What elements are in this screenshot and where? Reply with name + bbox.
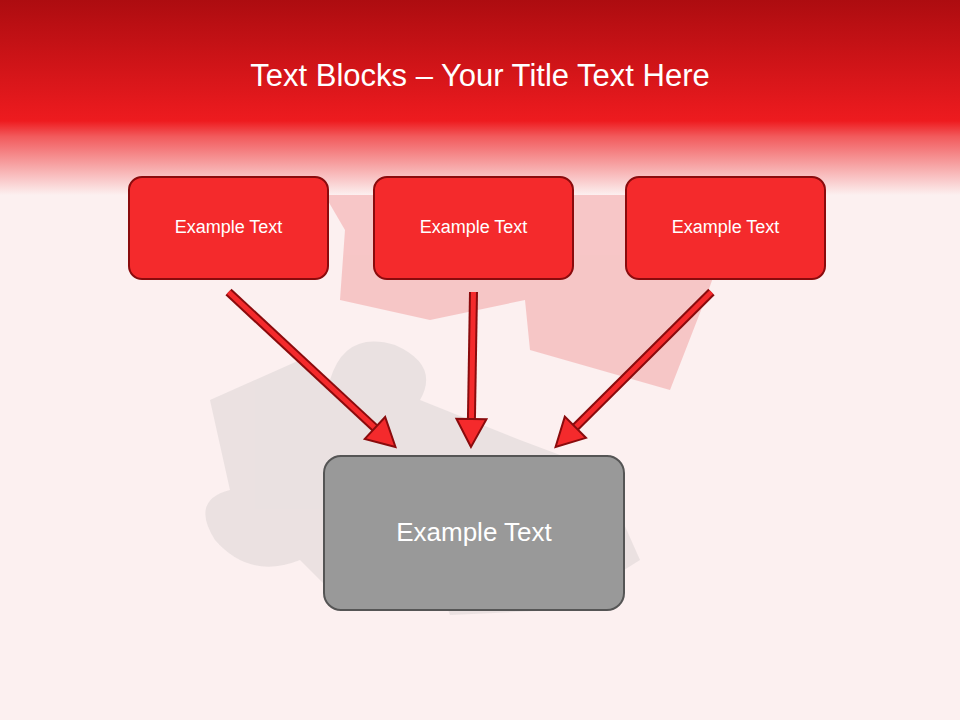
text-block-box: Example Text (625, 176, 826, 280)
arrowhead (456, 419, 486, 447)
arrow-connector (456, 292, 486, 447)
box-text: Example Text (163, 217, 295, 239)
result-box: Example Text (323, 455, 625, 611)
slide-title: Text Blocks – Your Title Text Here (0, 52, 960, 100)
arrow-shaft (575, 292, 711, 427)
box-text: Example Text (408, 217, 540, 239)
title-band (0, 0, 960, 195)
text-block-box: Example Text (128, 176, 329, 280)
grey-puzzle-piece (205, 342, 640, 615)
arrow-shaft (471, 292, 473, 419)
box-text: Example Text (384, 517, 564, 548)
arrow-shaft-outline (575, 292, 711, 427)
arrow-shaft-outline (229, 292, 375, 428)
arrow-shaft-outline (471, 292, 473, 419)
arrowhead (365, 417, 396, 447)
arrow-shaft (229, 292, 375, 428)
arrow-connector (229, 292, 396, 447)
box-text: Example Text (660, 217, 792, 239)
arrow-connector (556, 292, 712, 447)
text-block-box: Example Text (373, 176, 574, 280)
arrowhead (556, 417, 586, 447)
